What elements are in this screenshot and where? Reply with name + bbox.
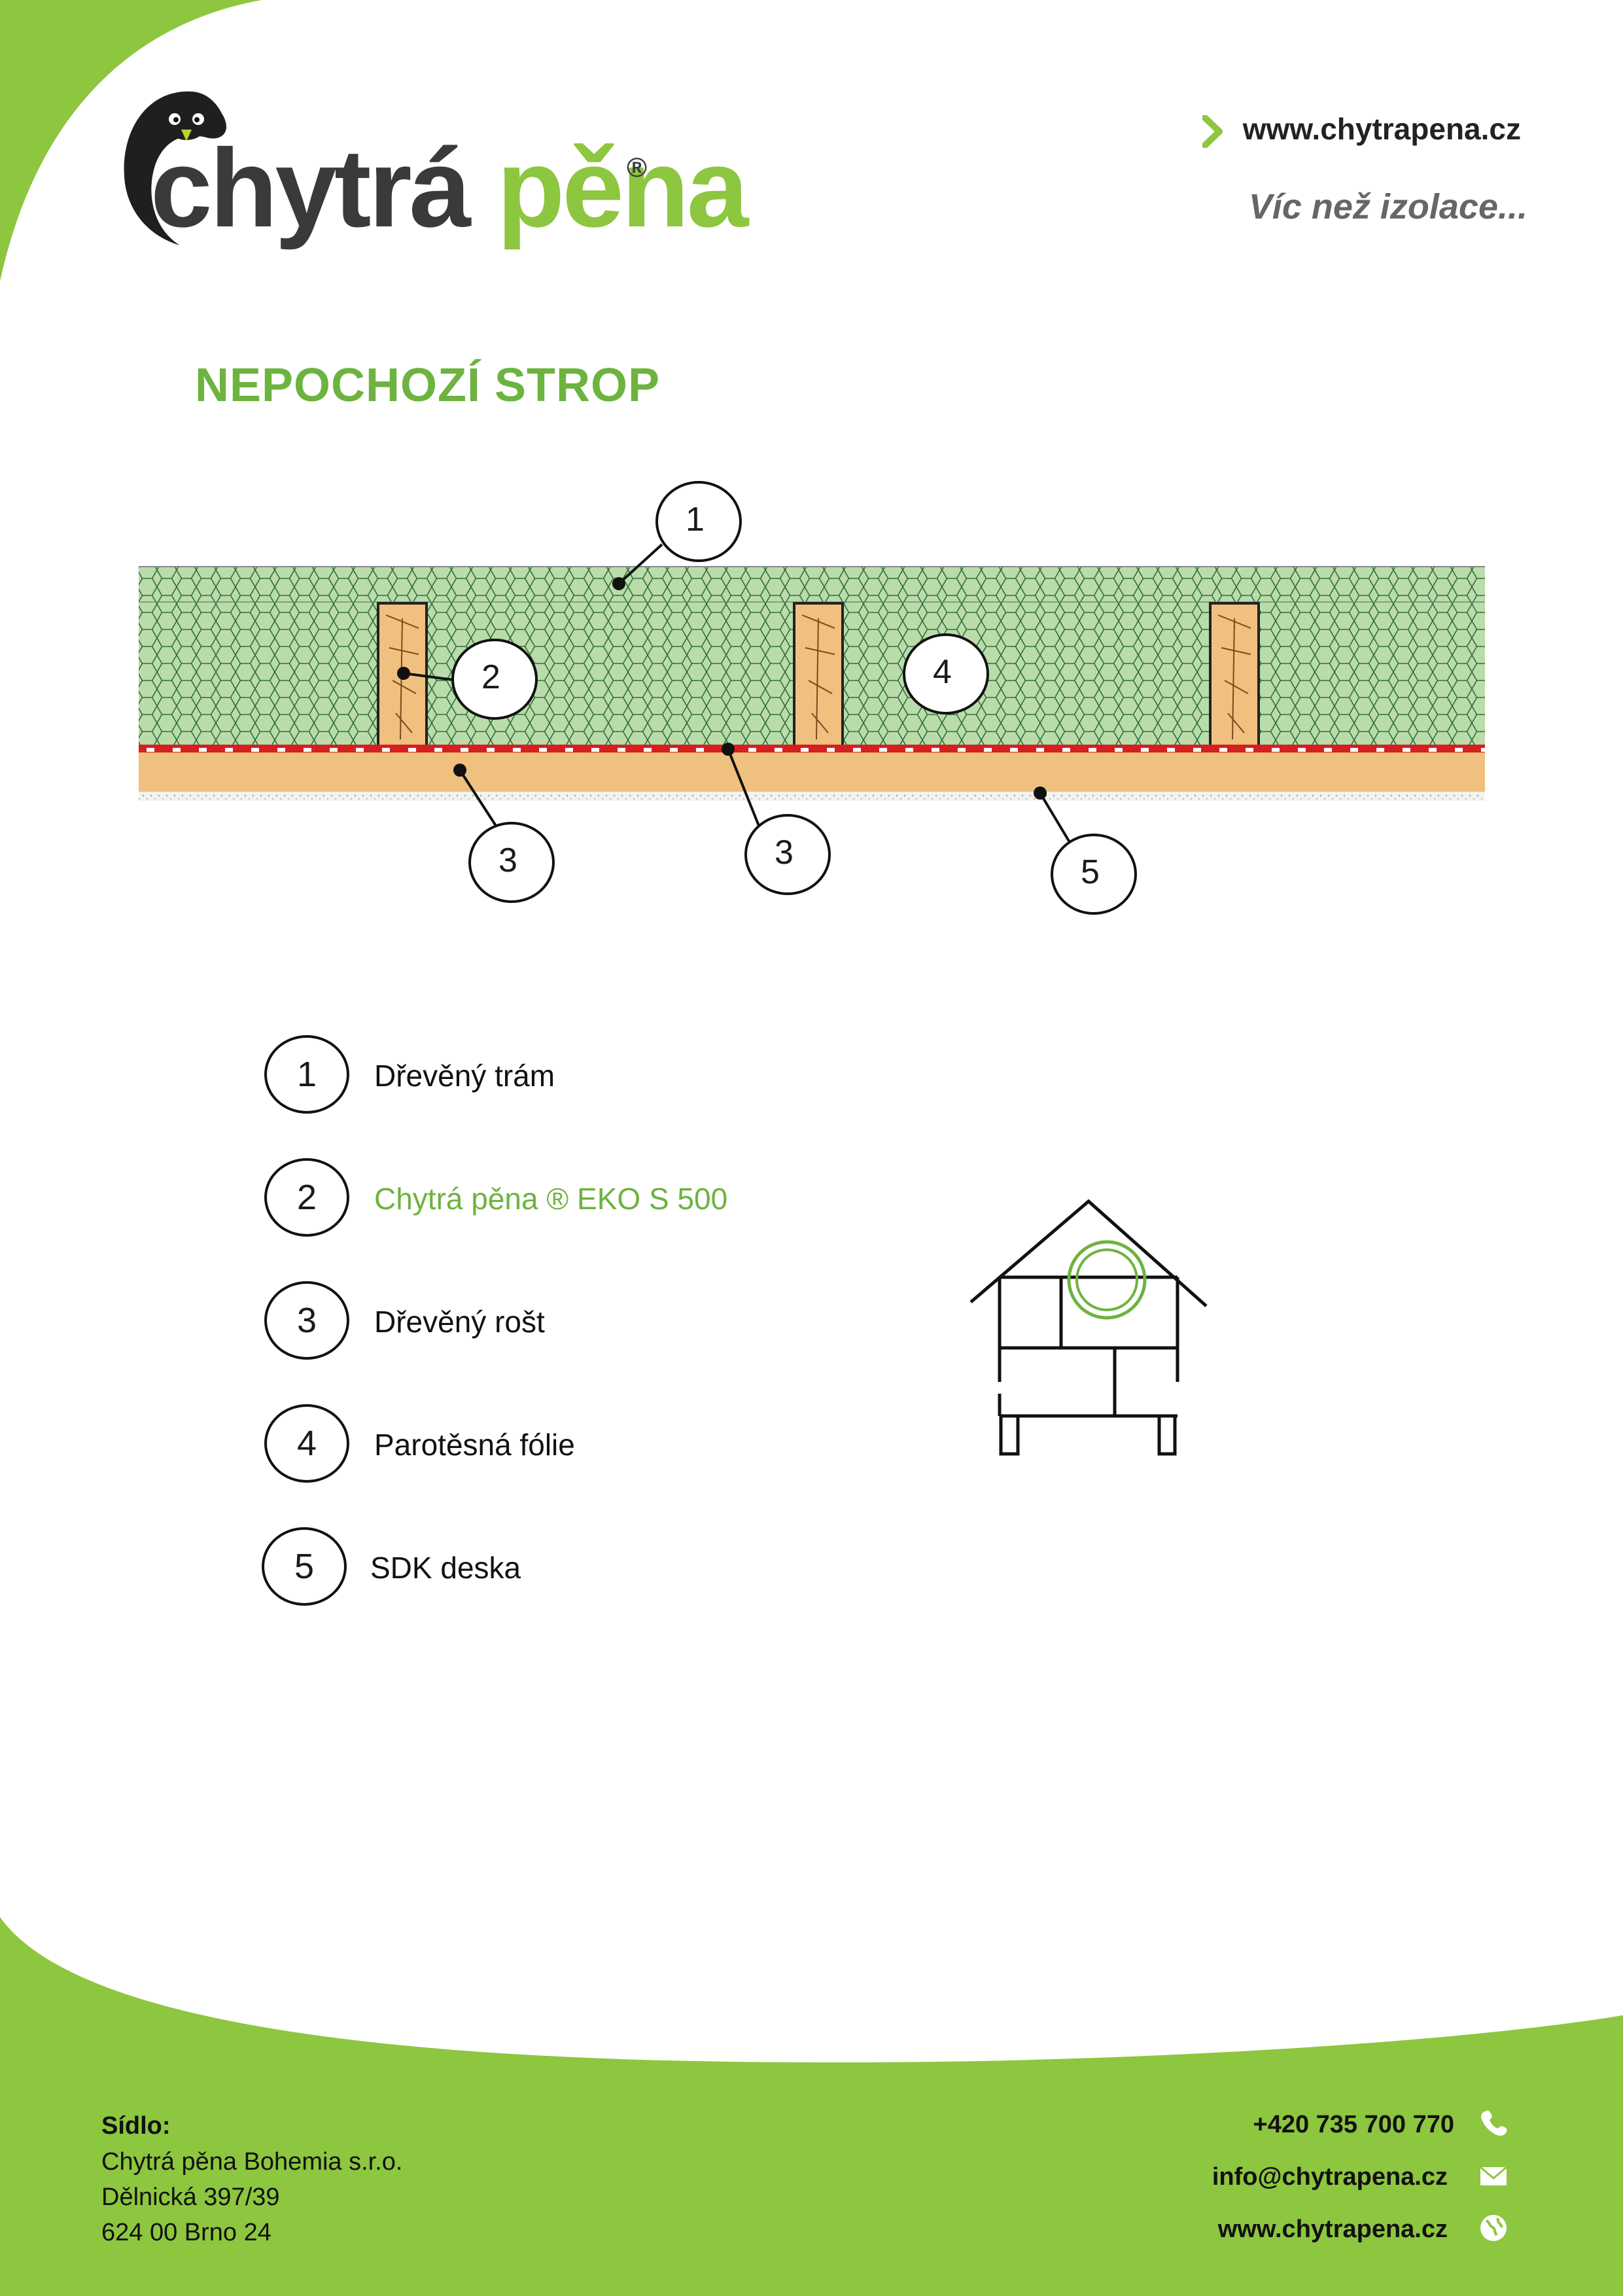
footer-seat-heading: Sídlo: [101,2112,171,2140]
footer-company: Chytrá pěna Bohemia s.r.o. [101,2148,403,2176]
registered-mark: ® [627,152,647,183]
logo-word-chytra: chytrá [150,126,471,251]
callout-circle [451,639,538,720]
callout-circle [468,822,555,903]
callout-number: 3 [498,841,517,879]
header-swoosh [0,0,262,281]
page-title: NEPOCHOZÍ STROP [195,359,661,412]
legend-label: Chytrá pěna ® EKO S 500 [374,1182,728,1216]
globe-icon [1480,2215,1507,2241]
footer-wave [0,1917,1623,2296]
wooden-grid-layer [139,752,1485,792]
legend-number: 5 [262,1527,347,1606]
legend-number: 1 [264,1035,349,1114]
footer-street: Dělnická 397/39 [101,2183,280,2211]
callout-number: 3 [775,834,794,872]
legend-number: 2 [264,1158,349,1237]
ceiling-section-diagram [139,481,1485,915]
footer-phone[interactable]: +420 735 700 770 [1253,2111,1454,2138]
logo-word-pena: pěna [497,126,748,251]
house-section-icon [969,1199,1208,1456]
wooden-beam [1209,602,1260,749]
callout-circle [744,814,831,895]
legend-label: Dřevěný rošt [374,1305,545,1339]
plasterboard-layer [139,792,1485,801]
legend-number: 3 [264,1281,349,1360]
slogan: Víc než izolace... [1248,187,1527,226]
callout-number: 5 [1081,853,1100,891]
callout-circle [1051,834,1137,915]
header-website-link[interactable]: www.chytrapena.cz [1242,112,1521,146]
phone-icon [1480,2110,1507,2136]
legend-label: Parotěsná fólie [374,1428,575,1462]
callout-circle [655,481,742,562]
legend-number: 4 [264,1404,349,1483]
penguin-logo-icon [124,91,226,245]
vapor-barrier-layer [139,745,1485,752]
footer-website[interactable]: www.chytrapena.cz [1217,2216,1448,2243]
chevron-right-icon [1202,115,1223,148]
callout-number: 1 [686,501,705,539]
wooden-beam [793,602,844,749]
callout-circle [903,633,989,715]
legend-label: SDK deska [370,1551,521,1585]
footer-email[interactable]: info@chytrapena.cz [1212,2163,1448,2191]
callout-number: 2 [481,658,500,696]
callout-number: 4 [933,653,952,691]
legend-label: Dřevěný trám [374,1059,555,1093]
envelope-icon [1480,2166,1507,2185]
footer-city: 624 00 Brno 24 [101,2219,271,2246]
brand-logo-text: chytrá pěna [150,124,748,253]
